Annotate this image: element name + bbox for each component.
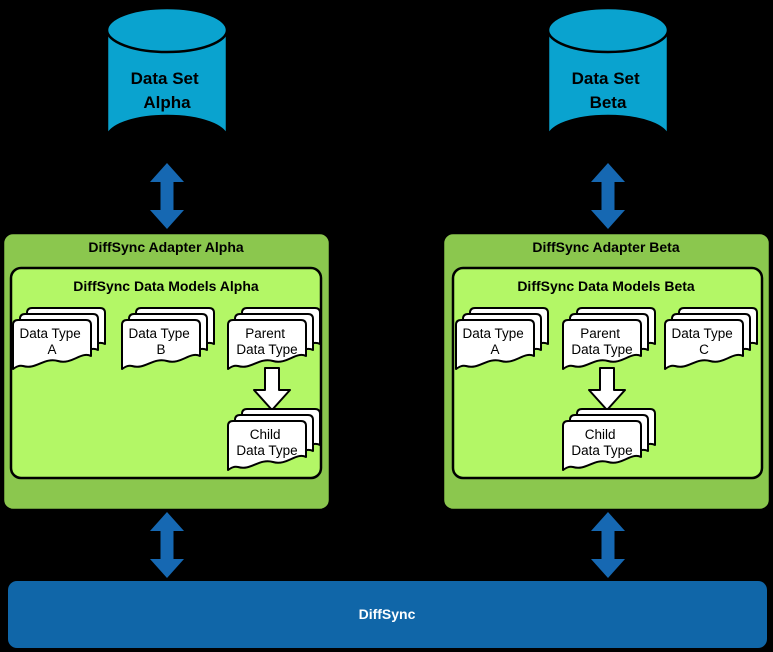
stack-label: Data Type B [128, 326, 193, 357]
parent-child-arrow-icon-beta [588, 367, 626, 411]
stack-label: Parent Data Type [571, 326, 632, 357]
models-alpha-title: DiffSync Data Models Alpha [73, 278, 259, 294]
diffsync-bar [8, 581, 767, 648]
stack-data-type-b-alpha: Data Type B [121, 307, 215, 370]
cylinder-top [105, 6, 229, 54]
adapter-alpha-title: DiffSync Adapter Alpha [88, 239, 244, 255]
cylinder-top [546, 6, 670, 54]
stack-label: Parent Data Type [236, 326, 297, 357]
stack-parent-data-type-alpha: Parent Data Type [227, 307, 321, 370]
dataset-alpha-cylinder: Data Set Alpha [105, 6, 229, 139]
cylinder-body [105, 30, 229, 139]
stack-label: Data Type C [671, 326, 736, 357]
stack-label: Data Type A [19, 326, 84, 357]
stack-data-type-a-alpha: Data Type A [12, 307, 106, 370]
stack-data-type-a-beta: Data Type A [455, 307, 549, 370]
cylinder-body [546, 30, 670, 139]
stack-data-type-c-beta: Data Type C [664, 307, 758, 370]
stack-label: Child Data Type [236, 427, 297, 458]
parent-child-arrow-icon-alpha [253, 367, 291, 411]
dataset-beta-cylinder: Data Set Beta [546, 6, 670, 139]
stack-child-data-type-beta: Child Data Type [562, 408, 656, 471]
stack-parent-data-type-beta: Parent Data Type [562, 307, 656, 370]
stack-label: Data Type A [462, 326, 527, 357]
diffsync-bar-label: DiffSync [359, 606, 416, 622]
stack-label: Child Data Type [571, 427, 632, 458]
models-beta-title: DiffSync Data Models Beta [517, 278, 695, 294]
dataset-beta-label: Data Set Beta [572, 69, 645, 112]
adapter-beta-title: DiffSync Adapter Beta [532, 239, 680, 255]
dataset-alpha-label: Data Set Alpha [131, 69, 204, 112]
stack-child-data-type-alpha: Child Data Type [227, 408, 321, 471]
